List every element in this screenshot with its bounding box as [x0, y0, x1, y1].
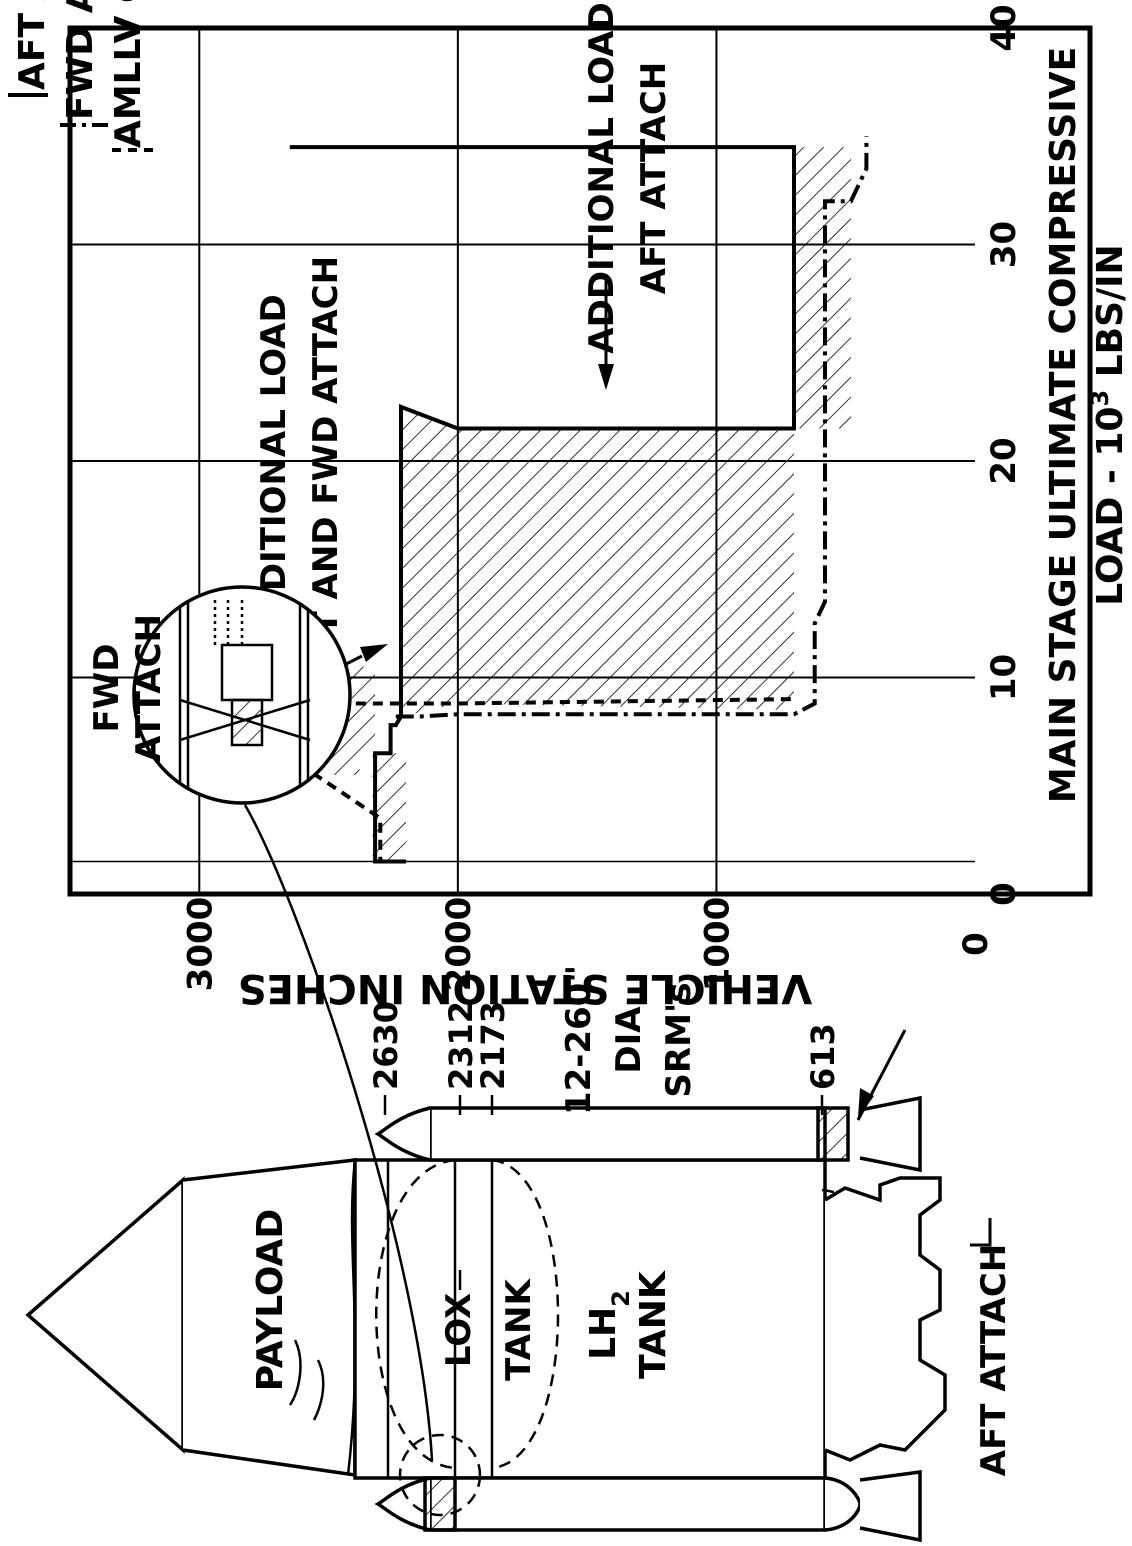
series-line	[289, 145, 796, 864]
y-tick-label: 1000	[697, 897, 737, 992]
annotation-aft-attach-line-2: AFT ATTACH	[634, 62, 674, 295]
series-line	[395, 136, 869, 719]
station-label: 2312	[442, 1001, 480, 1090]
legend-label-core: AMLLV CORE	[108, 0, 149, 148]
station-label: 613	[804, 1023, 842, 1090]
label-aft-attach: AFT ATTACH	[974, 1244, 1014, 1477]
station-label: 2630	[367, 1001, 405, 1090]
legend: AFT ATTACHMENT FWD ATTACHMENT AMLLV CORE	[8, 0, 154, 152]
engine-section	[824, 1176, 947, 1462]
x-axis-title-line-2: LOAD - 103 LBS/IN	[1086, 244, 1131, 605]
x-tick-label: 30	[984, 221, 1024, 268]
label-fwd-attach-1: FWD	[87, 644, 127, 733]
label-lox: LOX	[439, 1293, 479, 1367]
annotation-aft-attach: ADDITIONAL LOAD AFT ATTACH	[582, 2, 674, 390]
annotation-arrowhead-aft-attach	[598, 364, 614, 390]
srm-upper	[374, 1029, 922, 1173]
label-payload: PAYLOAD	[250, 1209, 291, 1392]
label-lox-tank: TANK	[499, 1278, 539, 1381]
station-label: 2173	[474, 1001, 512, 1090]
y-tick-label: 2000	[439, 897, 479, 992]
hatched-region	[401, 406, 794, 717]
core-stage	[353, 1158, 905, 1480]
y-axis-title: VEHICLE STATION INCHES	[238, 965, 812, 1011]
label-srm-3: SRM's	[659, 982, 699, 1097]
payload-fairing	[25, 1158, 357, 1478]
label-srm-1: 12-260"	[559, 965, 599, 1115]
label-lh2-tank: TANK	[633, 1270, 674, 1379]
x-axis-title-line-1: MAIN STAGE ULTIMATE COMPRESSIVE	[1043, 47, 1084, 803]
station-markers: 2630 2312 2173 613	[367, 1001, 842, 1115]
annotation-aft-attach-line-1: ADDITIONAL LOAD	[582, 2, 622, 353]
srm-lower	[374, 1433, 922, 1543]
x-axis-title: MAIN STAGE ULTIMATE COMPRESSIVE LOAD - 1…	[1043, 47, 1131, 803]
x-tick-label: 40	[984, 4, 1024, 51]
label-srm-2: DIA	[609, 1006, 649, 1074]
label-fwd-attach-2: ATTACH	[129, 614, 169, 762]
load-chart: 0 10 20 30 40 0 1000 2000 3000 VEHICLE STATION I…	[8, 0, 1131, 1011]
hatched-regions	[315, 147, 851, 862]
y-tick-label: 3000	[180, 897, 220, 992]
aft-attach-leader	[970, 1218, 992, 1247]
x-tick-label: 10	[984, 654, 1024, 701]
label-lh2: LH2	[583, 1290, 635, 1360]
fwd-attach-detail	[132, 585, 434, 1461]
x-tick-label: 20	[984, 437, 1024, 484]
hatched-region	[794, 147, 851, 429]
vehicle-diagram: PAYLOAD LOX TANK LH2 TANK 12-260" DIA SR…	[25, 585, 1014, 1543]
annotation-arrowhead-aft-and-fwd	[360, 644, 388, 662]
y-tick-label: 0	[956, 932, 996, 956]
x-tick-label: 0	[984, 882, 1024, 906]
axis-ticks: 0 10 20 30 40 0 1000 2000 3000	[180, 4, 1024, 991]
hatched-region	[372, 753, 407, 862]
legend-label-fwd: FWD ATTACHMENT	[60, 0, 101, 120]
legend-label-aft: AFT ATTACHMENT	[12, 0, 53, 90]
